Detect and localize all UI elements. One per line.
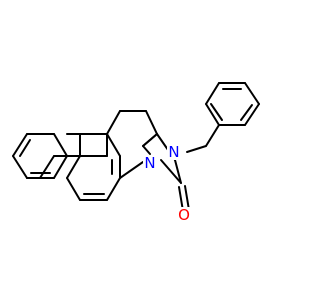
molecule-structure-diagram: N N O <box>12 82 260 224</box>
oxygen-atom-label: O <box>178 206 190 224</box>
benzyl-methylene-bond <box>186 124 220 153</box>
nitrogen-atom-label: N <box>168 143 179 161</box>
nitrogen-atom-label: N <box>144 154 155 172</box>
benzyl-phenyl-ring <box>205 82 260 126</box>
tetrahydro-ring <box>106 110 158 179</box>
naphthalene-ring-outer <box>12 133 81 179</box>
naphthalene-ring-inner <box>66 133 121 201</box>
